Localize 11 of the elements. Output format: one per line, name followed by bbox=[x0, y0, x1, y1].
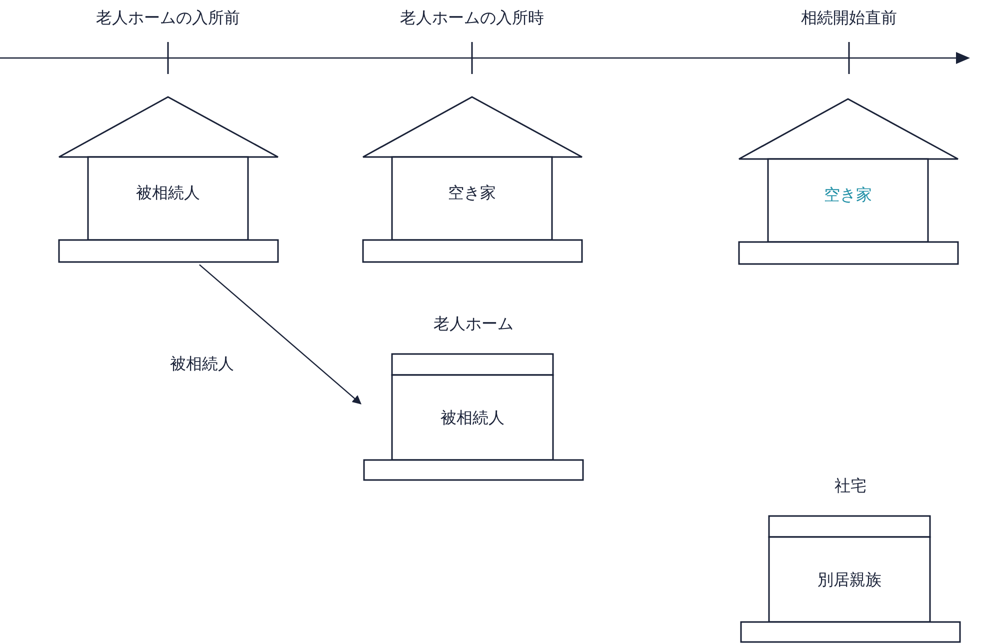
timeline-label: 相続開始直前 bbox=[800, 8, 898, 29]
occupant-label: 被相続人 bbox=[440, 408, 506, 429]
arrow bbox=[199, 264, 362, 404]
occupant-label: 別居親族 bbox=[816, 570, 882, 591]
timeline-label: 老人ホームの入所時 bbox=[399, 8, 545, 29]
occupant-label: 空き家 bbox=[823, 185, 873, 206]
timeline-label: 老人ホームの入所前 bbox=[95, 8, 241, 29]
occupant-label: 空き家 bbox=[447, 183, 497, 204]
building-heading: 社宅 bbox=[834, 476, 868, 497]
building-heading: 老人ホーム bbox=[432, 314, 514, 335]
occupant-label: 被相続人 bbox=[135, 183, 201, 204]
